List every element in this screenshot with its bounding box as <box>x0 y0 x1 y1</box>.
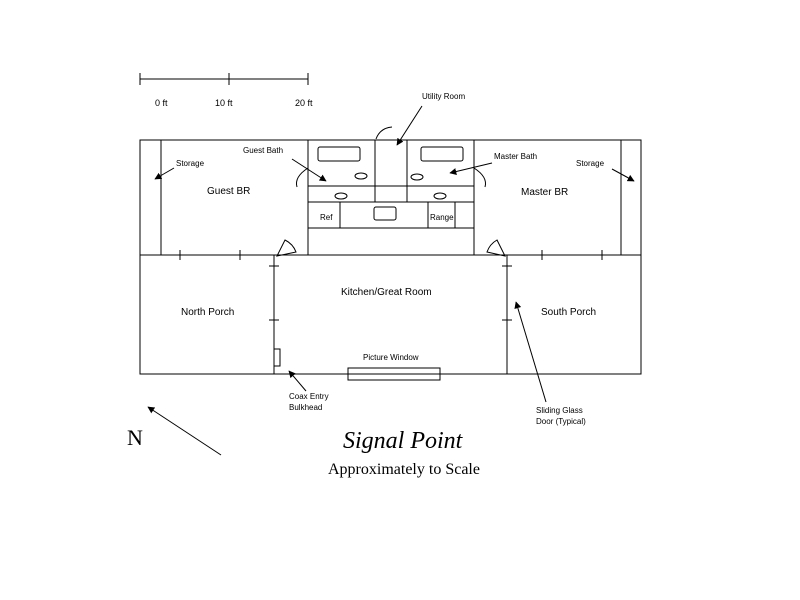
scale-bar: 0 ft 10 ft 20 ft <box>139 73 313 108</box>
room-label-master-br: Master BR <box>521 187 568 198</box>
callout-sliding-line2: Door (Typical) <box>536 417 586 426</box>
room-label-kitchen: Kitchen/Great Room <box>341 287 432 298</box>
plan-title: Signal Point <box>343 428 464 454</box>
north-label: N <box>127 425 143 450</box>
callout-storage-right: Storage <box>576 159 605 168</box>
kitchen-sink <box>373 206 397 221</box>
north-arrow: N <box>127 406 222 456</box>
scale-label-20: 20 ft <box>295 98 313 108</box>
plan-subtitle: Approximately to Scale <box>328 461 480 478</box>
picture-window <box>347 367 441 381</box>
master-toilet <box>410 173 424 181</box>
label-ref: Ref <box>320 213 333 222</box>
callout-guest-bath: Guest Bath <box>243 146 283 155</box>
callout-coax-line1: Coax Entry <box>289 392 329 401</box>
room-label-north-porch: North Porch <box>181 307 234 318</box>
callout-sliding-line1: Sliding Glass <box>536 406 583 415</box>
door-swings <box>276 126 506 257</box>
callout-coax-line2: Bulkhead <box>289 403 322 412</box>
callout-picture-window: Picture Window <box>363 353 419 362</box>
master-sink <box>433 192 447 200</box>
scale-label-0: 0 ft <box>155 98 168 108</box>
guest-toilet <box>354 172 368 180</box>
guest-tub <box>317 146 361 162</box>
outer-walls <box>139 139 642 375</box>
room-label-guest-br: Guest BR <box>207 186 250 197</box>
coax-bulkhead <box>273 348 281 367</box>
window-ticks <box>179 250 603 321</box>
bath-utility-block <box>308 140 474 228</box>
room-label-south-porch: South Porch <box>541 307 596 318</box>
callout-storage-left: Storage <box>176 159 205 168</box>
scale-label-10: 10 ft <box>215 98 233 108</box>
label-range: Range <box>430 213 454 222</box>
callout-utility-room: Utility Room <box>422 92 465 101</box>
guest-sink <box>334 192 348 200</box>
master-tub <box>420 146 464 162</box>
callout-master-bath: Master Bath <box>494 152 537 161</box>
